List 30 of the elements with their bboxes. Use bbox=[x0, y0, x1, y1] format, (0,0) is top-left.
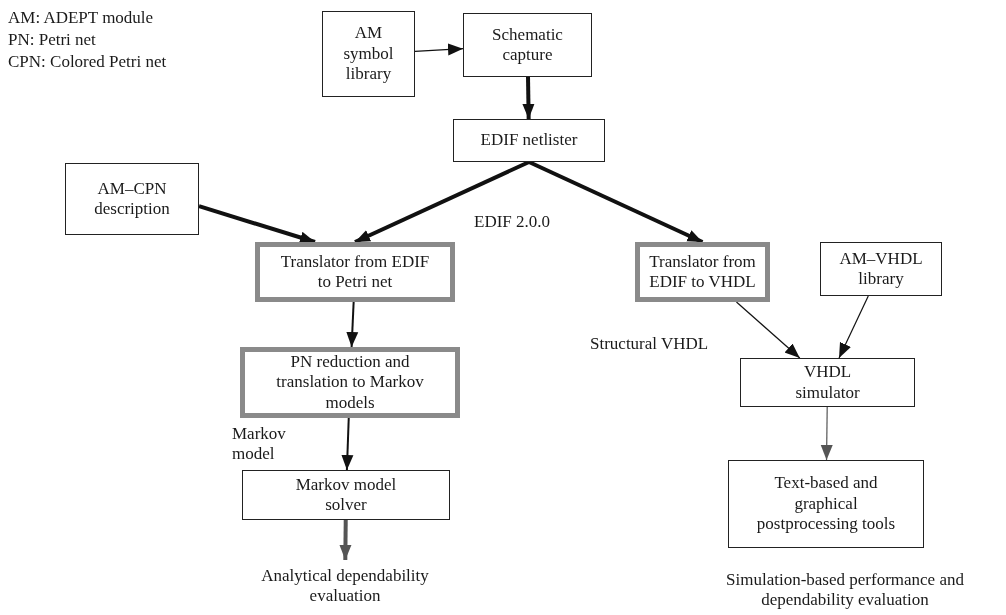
arrow bbox=[522, 76, 535, 120]
note-text: EDIF 2.0.0 bbox=[474, 212, 551, 233]
note-text: AM: ADEPT module bbox=[8, 8, 154, 29]
arrow bbox=[528, 160, 704, 244]
process-box: Markov model solver bbox=[242, 470, 450, 520]
process-box: EDIF netlister bbox=[453, 119, 605, 162]
process-box: Schematic capture bbox=[463, 13, 592, 77]
process-box: AM symbol library bbox=[322, 11, 415, 97]
arrow bbox=[820, 406, 833, 461]
arrow bbox=[414, 43, 464, 56]
arrow bbox=[341, 417, 354, 471]
arrow bbox=[354, 160, 530, 244]
note-text: PN: Petri net bbox=[8, 30, 96, 51]
arrow bbox=[838, 295, 869, 359]
process-box: Text-based and graphical postprocessing tools bbox=[728, 460, 924, 548]
edge-label: Structural VHDL bbox=[590, 334, 710, 355]
arrow bbox=[339, 519, 352, 561]
process-box: Translator from EDIF to VHDL bbox=[635, 242, 770, 302]
result-text: Analytical dependability evaluation bbox=[225, 560, 465, 612]
arrow bbox=[198, 204, 316, 244]
arrow bbox=[735, 301, 801, 359]
process-box: AM–VHDL library bbox=[820, 242, 942, 296]
process-box: PN reduction and translation to Markov models bbox=[240, 347, 460, 418]
edge-label: Markov model bbox=[232, 424, 287, 465]
process-box: Translator from EDIF to Petri net bbox=[255, 242, 455, 302]
arrow bbox=[346, 301, 359, 348]
process-box: AM–CPN description bbox=[65, 163, 199, 235]
process-box: VHDL simulator bbox=[740, 358, 915, 407]
note-text: CPN: Colored Petri net bbox=[8, 52, 167, 73]
result-text: Simulation-based performance and dependability evaluation bbox=[700, 565, 990, 615]
